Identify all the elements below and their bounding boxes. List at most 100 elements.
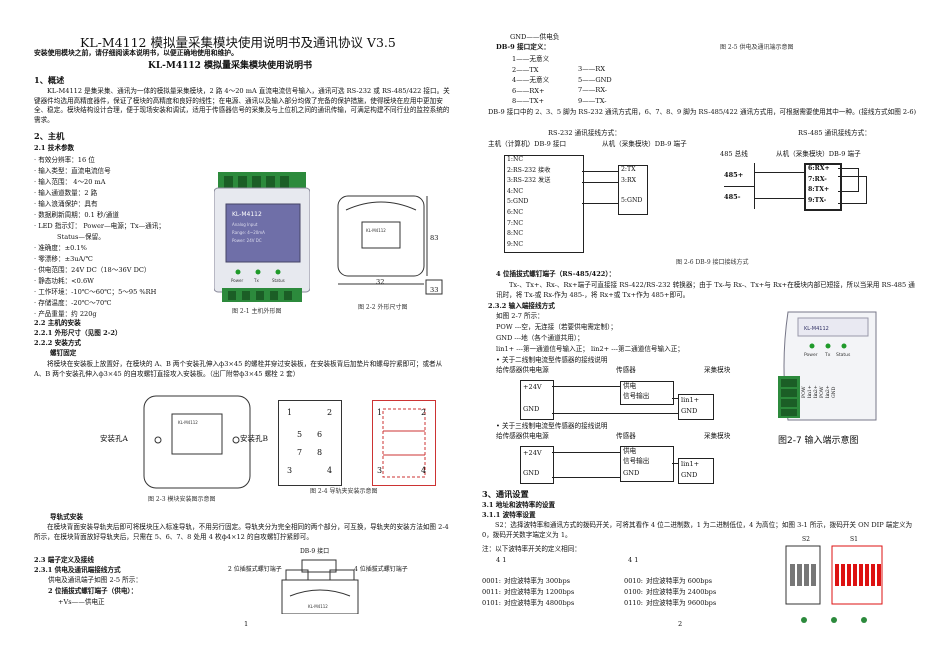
baud-cell: 0110: — [624, 599, 644, 607]
two-wire-col-module: 采集模块 — [704, 366, 731, 374]
section-3-1-1-heading: 3.1.1 波特率设置 — [482, 511, 536, 519]
bus-plus: 485+ — [724, 171, 744, 179]
rail-mount-heading: 导轨式安装 — [50, 513, 83, 521]
three-wire-supply-box: +24V GND — [520, 446, 554, 484]
gnd-definition: GND——供电负 — [510, 33, 560, 41]
three-wire-module-box: lin1+ GND — [678, 458, 714, 484]
spec-item: · 输入通道数量：2 路 — [34, 189, 98, 197]
dip-s2-label: S2 — [802, 536, 810, 543]
two-wire-col-sensor: 传感器 — [616, 366, 636, 374]
slave485-pin: 6:RX+ — [808, 165, 830, 172]
svg-text:Range: 4~20mA: Range: 4~20mA — [232, 230, 265, 235]
host-db9-label: 主机（计算机）DB-9 接口 — [488, 140, 567, 148]
rail-screw-number: 7 — [297, 448, 303, 457]
two-wire-line-1 — [552, 386, 620, 387]
dip-switch-figure: S2 S1 — [778, 536, 888, 628]
section-3-1-1-body: S2：选择波特率和通讯方式的拨码开关，可将其看作 4 位二进制数，1 为二进制低… — [482, 521, 913, 539]
wire-gnd — [582, 203, 618, 204]
spec-item: Status—保留。 — [34, 233, 105, 241]
rail-number: 3 — [377, 466, 383, 475]
manual-subtitle: KL-M4112 模拟量采集模块使用说明书 — [148, 61, 313, 71]
spec-item: · 输入类型：直流电流信号 — [34, 167, 111, 175]
rail-number: 1 — [377, 408, 383, 417]
section-2-2-2-heading: 2.2.2 安装方式 — [34, 339, 82, 347]
rail-number: 2 — [327, 408, 333, 417]
page-number-2: 2 — [678, 620, 683, 628]
svg-text:KL-M4112: KL-M4112 — [804, 326, 829, 332]
section-2-2-heading: 2.2 主机的安装 — [34, 319, 81, 327]
slave485-pin: 7:RX- — [808, 175, 827, 183]
slave485-pin: 9:TX- — [808, 196, 827, 204]
rail-number: 4 — [327, 466, 333, 475]
rail-screw-number: 6 — [317, 430, 323, 439]
dip-s1-label: S1 — [850, 536, 858, 543]
rail-number: 1 — [287, 408, 293, 417]
spec-item: · 输入范围： 4～20 mA — [34, 178, 106, 186]
terminal-4pos-heading: 4 位插拔式螺钉端子（RS-485/422）： — [496, 270, 616, 278]
spec-item: · LED 指示灯： Power—电源；Tx—通讯； — [34, 222, 165, 230]
screw-mount-heading: 螺钉固定 — [50, 349, 77, 357]
db9-pin-def: 4——无意义 — [512, 76, 550, 84]
two-wire-supply-box: +24V GND — [520, 380, 554, 420]
section-2-3-1-body: 供电及通讯端子如图 2-5 所示： — [48, 576, 142, 584]
short-loop-minus — [838, 176, 867, 204]
host-pin: 3:RS-232 发送 — [507, 177, 551, 185]
two-wire-v24: +24V — [523, 383, 542, 391]
svg-text:Tx: Tx — [824, 352, 831, 358]
three-wire-sensor-signal: 信号输出 — [623, 457, 650, 465]
two-wire-col-supply: 给传感器供电电源 — [496, 366, 549, 374]
spec-item: · 工作环境：-10℃～60℃；5～95 %RH — [34, 288, 157, 296]
fig-2-5-caption: 图 2-5 供电及通讯端示意图 — [720, 44, 794, 51]
slave485-pin: 8:TX+ — [808, 186, 830, 194]
pow-definition: POW ---空，无连接（若要供电需定制）； — [496, 323, 618, 331]
two-wire-module-gnd: GND — [681, 407, 698, 415]
two-wire-sensor-box: 供电 信号输出 — [620, 381, 674, 405]
section-2-3-heading: 2.3 端子定义及接线 — [34, 556, 94, 564]
spec-item: · 有效分辨率：16 位 — [34, 156, 95, 164]
spec-item: · 存储温度：-20℃～70℃ — [34, 299, 112, 307]
svg-text:KL-M4112: KL-M4112 — [366, 228, 386, 233]
section-1-body: KL-M4112 是集采集、通讯为一体的模拟量采集模块，2 路 4～20 mA … — [34, 87, 450, 124]
rail-mount-body: 在模块背面安装导轨夹后即可将模块压入标准导轨，不用另行固定。导轨夹分为完全相同的… — [34, 523, 449, 541]
rail-number: 4 — [421, 466, 427, 475]
three-wire-col-sensor: 传感器 — [616, 432, 636, 440]
vs-plus-definition: +Vs——供电正 — [58, 598, 105, 606]
section-2-1-heading: 2.1 技术参数 — [34, 144, 75, 152]
host-pin: 5:GND — [507, 198, 529, 206]
baud-cell: 0100: — [624, 588, 644, 596]
host-pin: 9:NC — [507, 240, 524, 248]
host-pin: 8:NC — [507, 230, 524, 238]
spec-item: · 数据刷新周期：0.1 秒/通道 — [34, 211, 119, 219]
slave-db9-label: 从机（采集模块）DB-9 端子 — [602, 140, 687, 148]
svg-text:Power: Power — [231, 278, 243, 283]
baud-cell: 对应波特率为 300bps — [504, 577, 571, 585]
bus-minus: 485- — [724, 193, 741, 201]
terminal-label: GND — [832, 386, 837, 398]
slave-pin: 3:RX — [621, 176, 637, 184]
dimension-height: 83 — [430, 234, 439, 242]
spec-item: · 静态功耗：<0.6W — [34, 277, 94, 285]
db9-pin-def: 2——TX — [512, 65, 539, 74]
three-wire-lin1: lin1+ — [681, 460, 700, 468]
terminal-4pos-label: 4 位插拔式螺钉端子 — [354, 566, 408, 573]
spec-list: · 有效分辨率：16 位 · 输入类型：直流电流信号 · 输入范围： 4～20 mA… — [34, 155, 165, 320]
svg-text:KL-M4112: KL-M4112 — [308, 604, 328, 609]
spec-item: · 零漂移：±3uA/℃ — [34, 255, 93, 263]
module-top-drawing: KL-M4112 — [280, 556, 360, 615]
svg-text:Power: 24V DC: Power: 24V DC — [232, 238, 262, 243]
rs232-heading: RS-232 通讯接线方式： — [548, 129, 621, 137]
db9-pin-def: 7——RX- — [578, 86, 608, 94]
two-wire-sensor-supply: 供电 — [623, 382, 637, 390]
baud-cell: 对应波特率为 2400bps — [646, 588, 717, 596]
three-wire-col-module: 采集模块 — [704, 432, 731, 440]
two-wire-heading: • 关于二线制电流型传感器的接线说明 — [496, 356, 608, 364]
spec-item: · 产品重量：约 220g — [34, 310, 97, 318]
db9-pin-def: 5——GND — [578, 75, 612, 84]
